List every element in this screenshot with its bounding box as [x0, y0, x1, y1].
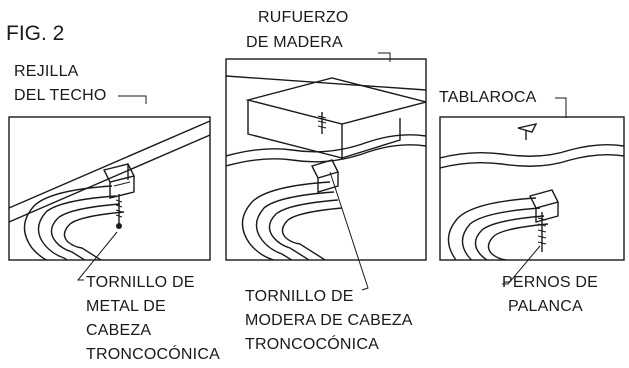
wood-block [245, 77, 426, 159]
metal-screw-label-line-3: CABEZA [86, 322, 152, 339]
leader-wood-screw [329, 171, 369, 291]
wood-reinforcement-label-line-2: DE MADERA [246, 34, 343, 51]
panel-2-frame [225, 58, 427, 261]
toggle-wing-icon [517, 122, 538, 140]
bracket-1 [102, 163, 136, 199]
wood-screw-label-line-1: TORNILLO DE [245, 288, 354, 305]
metal-screw-label-line-4: TRONCOCÓNICA [86, 346, 220, 363]
panel-drywall [440, 117, 624, 260]
toggle-bolt-label-line-1: PERNOS DE [502, 274, 599, 291]
toggle-bolt-icon [537, 212, 547, 252]
metal-screw-icon [115, 194, 123, 229]
wood-screw-label-line-3: TRONCOCÓNICA [245, 336, 379, 353]
panel-3-frame [439, 116, 625, 261]
bracket-3 [528, 189, 560, 223]
leader-wood-reinforcement [378, 52, 391, 62]
panel-1-frame [8, 116, 211, 261]
ceiling-grid-label-line-2: DEL TECHO [14, 87, 107, 104]
wood-screw-icon [317, 112, 327, 134]
bracket-2 [311, 159, 339, 193]
metal-screw-label-line-2: METAL DE [86, 298, 166, 315]
leader-metal-screw [76, 231, 118, 281]
toggle-bolt-label-line-2: PALANCA [508, 298, 583, 315]
panel-wood-reinforcement [226, 59, 426, 260]
ceiling-grid-label-line-1: REJILLA [14, 63, 79, 80]
metal-screw-label-line-1: TORNILLO DE [86, 274, 195, 291]
panel-ceiling-grid [9, 117, 210, 260]
leader-drywall [555, 97, 567, 118]
figure-label: FIG. 2 [6, 22, 65, 45]
wood-reinforcement-label-line-1: RUFUERZO [258, 9, 349, 26]
leader-ceiling-grid [118, 95, 147, 104]
leader-toggle-bolt [502, 245, 541, 285]
drywall-label: TABLAROCA [439, 89, 537, 106]
wood-screw-label-line-2: MODERA DE CABEZA [245, 312, 413, 329]
